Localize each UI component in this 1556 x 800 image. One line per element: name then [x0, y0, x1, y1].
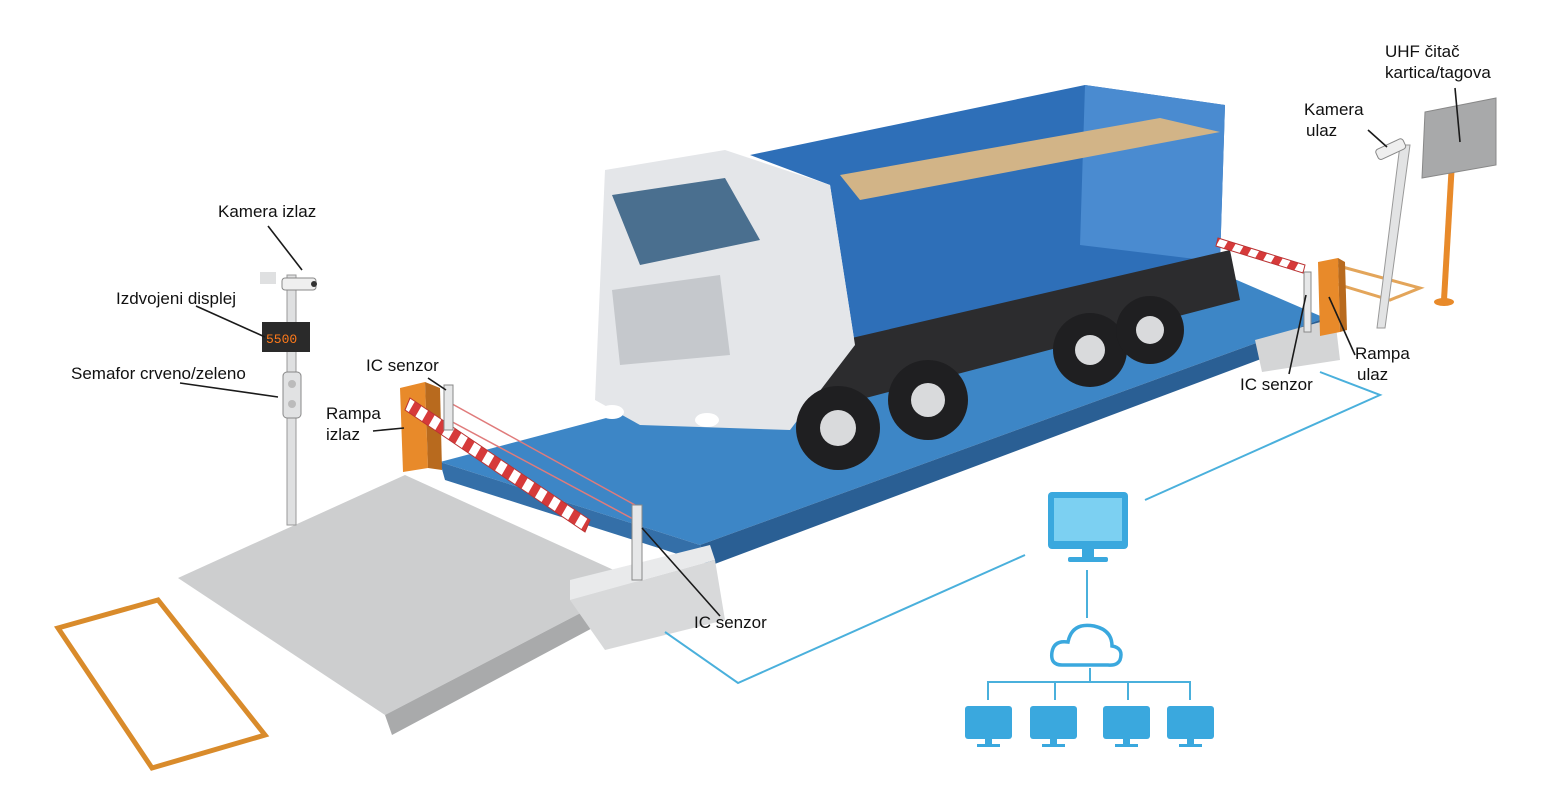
exit-ramp — [178, 475, 645, 735]
exit-camera — [281, 277, 317, 291]
display-readout: 5500 — [266, 332, 297, 347]
entry-camera-pole — [1375, 138, 1411, 329]
dump-truck — [595, 85, 1240, 470]
label-ic-senzor-bottom: IC senzor — [694, 613, 767, 632]
cloud-icon — [1049, 623, 1123, 667]
label-kamera-ulaz: Kamera ulaz — [1304, 99, 1364, 141]
label-rampa-ulaz-line2: ulaz — [1357, 365, 1389, 384]
label-ic-senzor-left: IC senzor — [366, 356, 439, 375]
separate-display: 5500 — [262, 322, 310, 352]
label-rampa-izlaz-line2: izlaz — [326, 425, 361, 444]
label-rampa-ulaz: Rampa ulaz — [1355, 343, 1410, 385]
leader-lines — [179, 87, 1461, 617]
traffic-light — [282, 371, 302, 419]
label-semafor: Semafor crveno/zeleno — [71, 364, 246, 383]
label-izdvojeni-displej: Izdvojeni displej — [116, 289, 237, 308]
exit-barrier — [400, 382, 636, 533]
label-kamera-izlaz: Kamera izlaz — [218, 202, 317, 221]
label-rampa-izlaz-line1: Rampa — [326, 404, 381, 423]
label-kamera-ulaz-line1: Kamera — [1304, 100, 1364, 119]
label-uhf-line2: kartica/tagova — [1385, 63, 1491, 82]
label-uhf-citac: UHF čitač kartica/tagova — [1385, 41, 1491, 83]
label-rampa-izlaz: Rampa izlaz — [326, 403, 381, 445]
label-rampa-ulaz-line1: Rampa — [1355, 344, 1410, 363]
ic-sensor-post-left — [443, 384, 454, 431]
ic-sensor-post-bottom — [631, 504, 643, 581]
exit-zone-outline — [53, 597, 270, 771]
label-ic-senzor-right: IC senzor — [1240, 375, 1313, 394]
client-monitor-icon — [965, 706, 1214, 747]
concrete-block-rear — [1255, 318, 1340, 372]
network-connections — [664, 371, 1383, 700]
monitor-icon — [1048, 492, 1128, 562]
label-kamera-ulaz-line2: ulaz — [1306, 121, 1338, 140]
label-uhf-line1: UHF čitač — [1385, 42, 1460, 61]
